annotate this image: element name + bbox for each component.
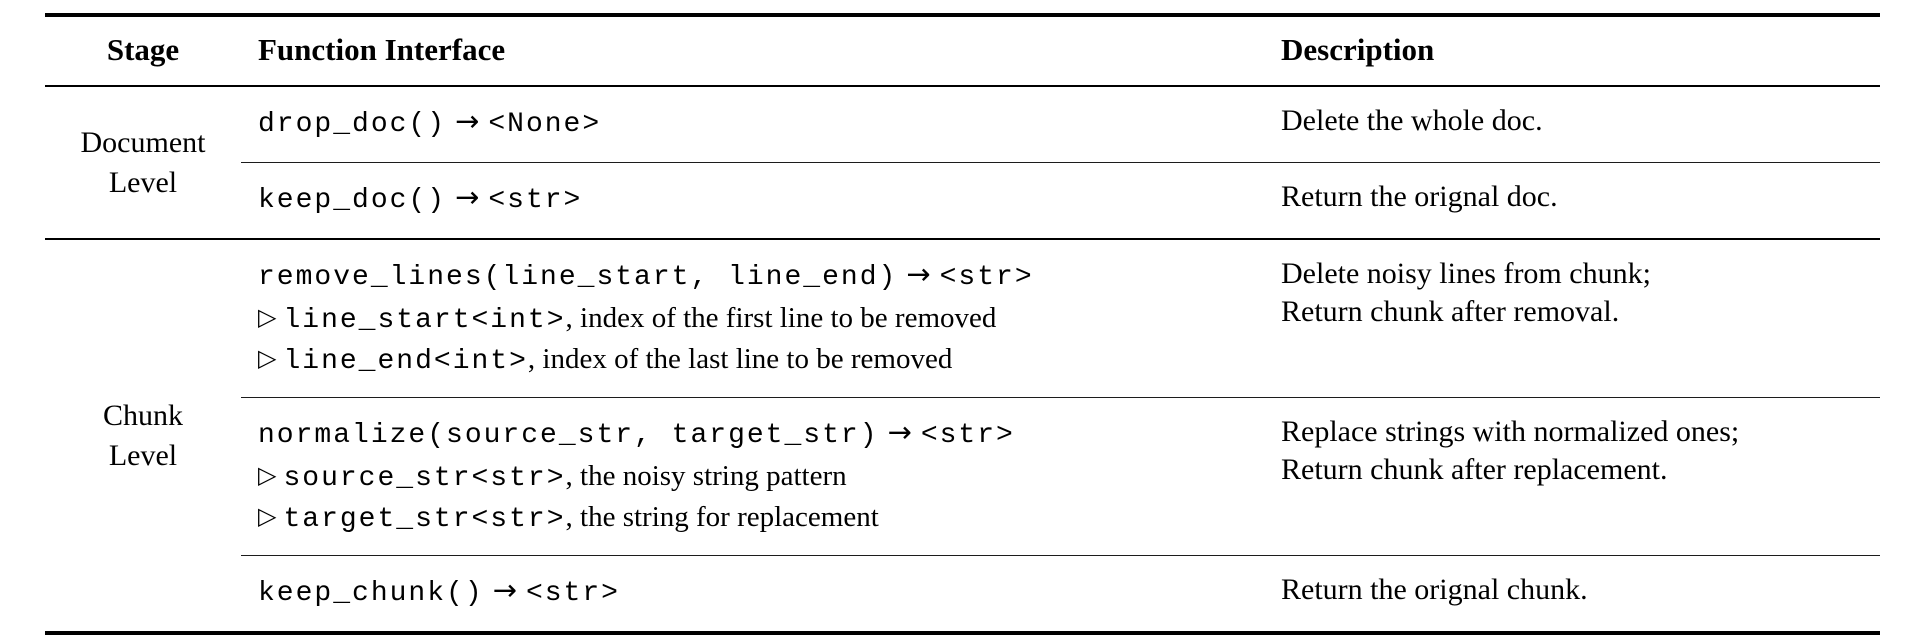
parameter-line-line-start: ▷line_start<int>, index of the first lin… (258, 299, 1281, 340)
function-interface-table: Stage Function Interface Description Doc… (45, 13, 1880, 635)
table-row-keep-chunk: keep_chunk() → <str> Return the orignal ch… (45, 556, 1880, 634)
table-row-normalize: normalize(source_str, target_str)→<str> … (45, 397, 1880, 556)
return-type: <None> (488, 109, 602, 140)
parameter-line-target-str: ▷target_str<str>, the string for replace… (258, 498, 1281, 539)
function-cell-keep-doc: keep_doc() → <str> (241, 162, 1281, 240)
description-line: Return the orignal chunk. (1281, 573, 1588, 606)
arrow-icon: → (492, 573, 517, 607)
function-signature-line: drop_doc() → <None> (258, 102, 1281, 146)
function-signature: remove_lines(line_start, line_end) (258, 262, 898, 293)
arrow-icon: → (455, 180, 480, 214)
table-header: Stage Function Interface Description (45, 15, 1880, 87)
header-row: Stage Function Interface Description (45, 15, 1880, 87)
table-row-drop-doc: Document Level drop_doc() → <None> Delete … (45, 86, 1880, 240)
description-cell-keep-chunk: Return the orignal chunk. (1281, 556, 1880, 634)
function-signature-line: remove_lines(line_start, line_end) → <str> (258, 255, 1281, 299)
function-signature-line: keep_chunk() → <str> (258, 571, 1281, 615)
function-cell-drop-doc: drop_doc() → <None> (241, 86, 1281, 163)
description-line: Replace strings with normalized ones; (1281, 415, 1740, 448)
description-line: Delete the whole doc. (1281, 104, 1543, 137)
function-cell-keep-chunk: keep_chunk() → <str> (241, 556, 1281, 634)
triangle-bullet-icon: ▷ (258, 303, 277, 331)
parameter-text: , the string for replacement (565, 501, 879, 533)
triangle-bullet-icon: ▷ (258, 344, 277, 372)
table-row-remove-lines: Chunk Level remove_lines(line_start, lin… (45, 239, 1880, 472)
description-cell-keep-doc: Return the orignal doc. (1281, 162, 1880, 240)
return-type: <str> (920, 420, 1015, 451)
return-type: <str> (488, 185, 583, 216)
function-cell-normalize: normalize(source_str, target_str)→<str> … (241, 397, 1281, 556)
description-line: Delete noisy lines from chunk; (1281, 257, 1651, 290)
stage-cell-chunk-level: Chunk Level (102, 398, 183, 472)
parameter-code: target_str<str> (283, 504, 566, 535)
function-signature-line: normalize(source_str, target_str) → <str> (258, 413, 1281, 457)
function-signature: keep_chunk() (258, 578, 484, 609)
stage-cell-document-level: Document Level (45, 86, 241, 240)
parameter-text: , index of the first line to be removed (565, 302, 997, 334)
table-row-keep-doc: keep_doc() → <str> Return the orignal doc. (45, 162, 1880, 240)
column-header-function-interface: Function Interface (241, 15, 1281, 87)
parameter-code: source_str<str> (283, 463, 566, 494)
triangle-bullet-icon: ▷ (258, 502, 277, 530)
function-signature: normalize(source_str, target_str) (258, 420, 879, 451)
function-cell-remove-lines: remove_lines(line_start, line_end) → <str>… (241, 239, 1281, 398)
triangle-bullet-icon: ▷ (258, 461, 277, 489)
description-line: Return chunk after replacement. (1281, 453, 1668, 486)
return-type: <str> (525, 578, 620, 609)
parameter-line-line-end: ▷line_end<int>, index of the last line t… (258, 340, 1281, 381)
table-body: Document Level drop_doc() → <None> Delete … (45, 86, 1880, 633)
parameter-text: , index of the last line to be removed (527, 343, 953, 375)
column-header-description: Description (1281, 15, 1880, 87)
description-line: Return chunk after removal. (1281, 295, 1620, 328)
column-header-stage: Stage (45, 15, 241, 87)
description-cell-remove-lines: Delete noisy lines from chunk; Return ch… (1281, 239, 1880, 398)
description-cell-normalize: Replace strings with normalized ones; Re… (1281, 397, 1880, 556)
arrow-icon: → (906, 257, 931, 291)
parameter-text: , the noisy string pattern (565, 460, 847, 492)
function-signature: drop_doc() (258, 109, 447, 140)
return-type: <str> (939, 262, 1034, 293)
arrow-icon: → (455, 104, 480, 138)
parameter-code: line_end<int> (283, 346, 528, 377)
function-signature-line: keep_doc() → <str> (258, 178, 1281, 222)
function-interface-table-wrap: Stage Function Interface Description Doc… (45, 13, 1880, 635)
arrow-icon: → (887, 415, 912, 449)
function-signature: keep_doc() (258, 185, 447, 216)
parameter-code: line_start<int> (283, 305, 566, 336)
description-cell-drop-doc: Delete the whole doc. (1281, 86, 1880, 163)
description-line: Return the orignal doc. (1281, 180, 1558, 213)
parameter-line-source-str: ▷source_str<str>, the noisy string patte… (258, 457, 1281, 498)
